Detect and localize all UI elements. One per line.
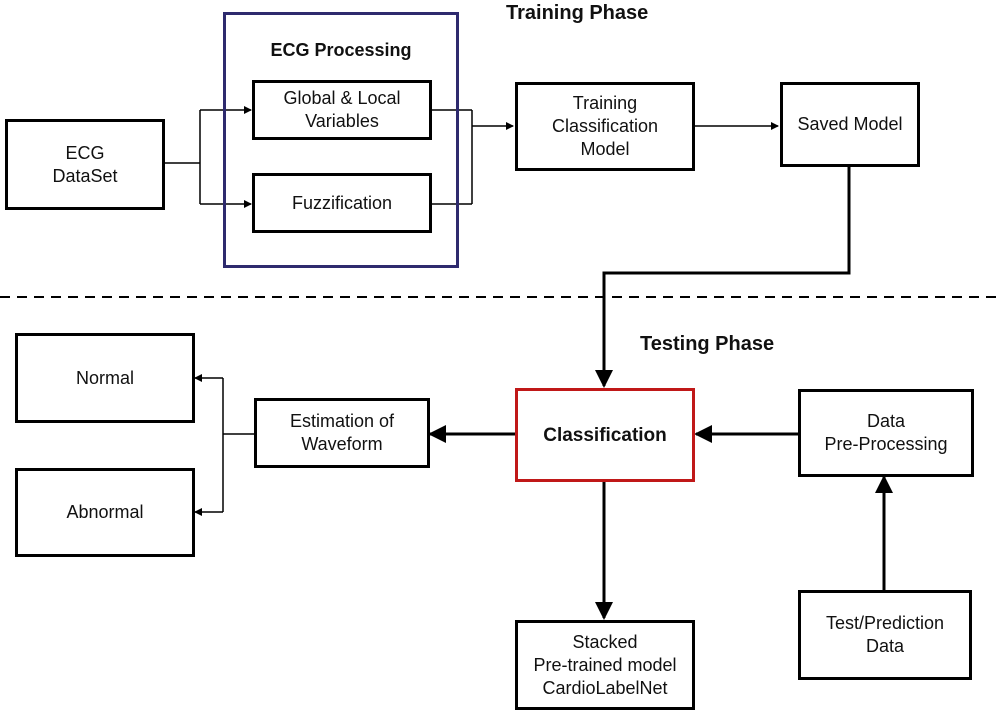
data-preprocessing-node: Data Pre-Processing xyxy=(798,389,974,477)
test-prediction-data-label: Test/Prediction Data xyxy=(825,613,945,656)
data-preprocessing-label: Data Pre-Processing xyxy=(824,411,948,454)
ecg-dataset-label: ECG DataSet xyxy=(52,142,118,186)
processing-to-training-connector xyxy=(430,109,514,205)
test-prediction-data-node: Test/Prediction Data xyxy=(798,590,972,680)
estimation-of-waveform-node: Estimation of Waveform xyxy=(254,398,430,468)
training-phase-title: Training Phase xyxy=(506,2,649,24)
abnormal-node: Abnormal xyxy=(15,468,195,557)
stacked-model-label: Stacked Pre-trained model CardioLabelNet xyxy=(533,631,677,698)
training-classification-model-label: Training Classification Model xyxy=(551,93,659,159)
stacked-model-node: Stacked Pre-trained model CardioLabelNet xyxy=(515,620,695,710)
saved-model-node: Saved Model xyxy=(780,82,920,167)
global-local-variables-label: Global & Local Variables xyxy=(283,88,401,131)
ecg-processing-group: ECG Processing xyxy=(223,12,459,268)
abnormal-label: Abnormal xyxy=(66,502,144,522)
ecg-processing-label: ECG Processing xyxy=(270,40,412,60)
classification-node: Classification xyxy=(515,388,695,482)
estimation-to-outcomes-connector xyxy=(194,374,254,516)
global-local-variables-node: Global & Local Variables xyxy=(252,80,432,140)
classification-label: Classification xyxy=(543,424,667,446)
fuzzification-node: Fuzzification xyxy=(252,173,432,233)
normal-label: Normal xyxy=(75,367,134,388)
saved-to-classification-arrow xyxy=(595,165,851,388)
saved-model-label: Saved Model xyxy=(797,114,903,134)
training-classification-model-node: Training Classification Model xyxy=(515,82,695,171)
estimation-of-waveform-label: Estimation of Waveform xyxy=(289,411,395,454)
normal-node: Normal xyxy=(15,333,195,423)
ecg-dataset-node: ECG DataSet xyxy=(5,119,165,210)
fuzzification-label: Fuzzification xyxy=(291,192,393,213)
testing-phase-title: Testing Phase xyxy=(640,333,775,355)
